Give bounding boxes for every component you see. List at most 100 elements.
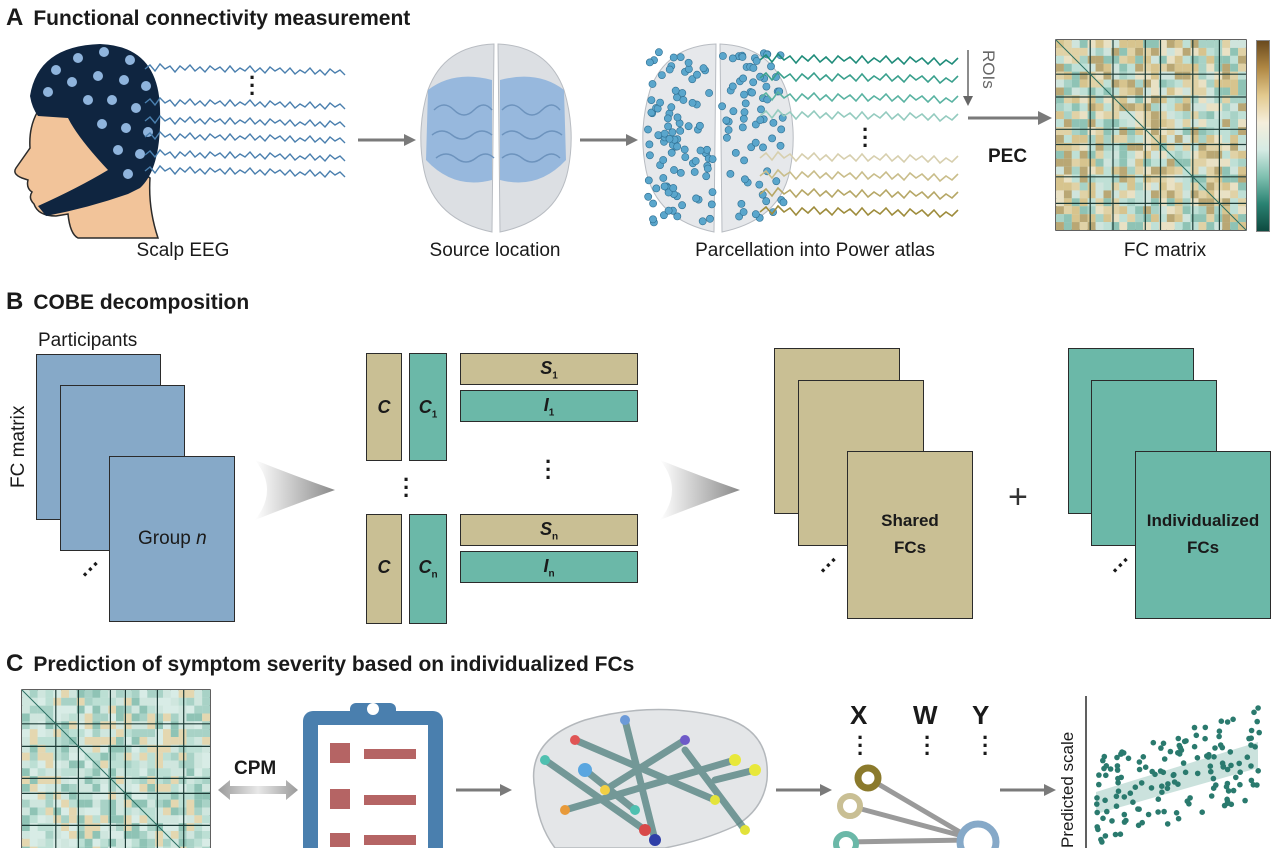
fc-cell	[84, 838, 93, 847]
indiv-line2: FCs	[1186, 538, 1220, 557]
fc-cell	[1119, 95, 1128, 104]
fc-cell	[147, 721, 156, 730]
roi-node	[718, 102, 726, 111]
fc-cell	[100, 721, 109, 730]
cn-main: C	[418, 557, 432, 577]
fc-cell	[84, 831, 93, 839]
roi-node	[708, 155, 717, 163]
fc-cell	[194, 784, 203, 792]
fc-cell	[155, 729, 163, 737]
roi-node	[696, 146, 705, 155]
fc-cell	[100, 807, 109, 816]
fc-cell	[22, 721, 30, 730]
fc-cell	[29, 838, 38, 847]
caption-fc-matrix: FC matrix	[1123, 240, 1207, 261]
fc-cell	[1111, 198, 1120, 207]
fc-cell	[1111, 135, 1120, 143]
fc-cell	[92, 729, 101, 737]
fc-cell	[29, 752, 38, 761]
x-ellipsis: ···	[857, 725, 865, 766]
fc-cell	[1135, 63, 1144, 72]
fc-cell	[139, 815, 148, 824]
fc-cell	[1151, 87, 1159, 96]
fc-cell	[1198, 166, 1207, 175]
fc-cell	[1214, 214, 1223, 223]
fc-cell	[1063, 55, 1072, 64]
c1-sub: 1	[431, 409, 438, 421]
scatter-point	[1142, 764, 1149, 770]
fc-cell	[1166, 206, 1175, 215]
neural-network-diagram	[833, 764, 1000, 848]
scatter-point	[1127, 790, 1134, 796]
fc-cell	[1230, 150, 1239, 159]
fc-cell	[1198, 127, 1207, 135]
fc-cell	[1127, 55, 1136, 64]
fc-cell	[1127, 198, 1136, 207]
fc-cell	[202, 737, 210, 745]
fc-cell	[1056, 103, 1064, 112]
fc-cell	[186, 776, 195, 784]
fc-cell	[108, 744, 116, 753]
fc-cell	[1111, 79, 1120, 88]
panel-a-title-text: Functional connectivity measurement	[33, 7, 411, 30]
roi-node	[684, 122, 693, 131]
scatter-point	[1210, 775, 1217, 782]
fc-cell	[186, 831, 195, 839]
fc-cell	[1190, 158, 1199, 167]
fc-cell	[53, 815, 62, 824]
fc-cell	[1214, 71, 1223, 80]
scatter-point	[1104, 808, 1110, 815]
fc-cell	[1071, 206, 1080, 215]
fc-cell	[1190, 95, 1199, 104]
fc-cell	[116, 831, 124, 839]
fc-cell	[1079, 119, 1088, 128]
fc-cell	[69, 823, 77, 831]
fc-cell	[1222, 135, 1231, 143]
fc-cell	[202, 760, 210, 769]
fc-cell	[45, 831, 54, 839]
scatter-point	[1115, 775, 1121, 782]
fc-cell	[139, 697, 148, 706]
fc-cell	[61, 807, 69, 816]
fc-cell	[178, 791, 187, 800]
fc-cell	[1135, 71, 1144, 80]
roi-node	[644, 125, 652, 134]
scatter-point	[1237, 769, 1243, 775]
i1-label: I1	[460, 395, 638, 419]
scatter-point	[1098, 836, 1104, 843]
fc-cell	[178, 760, 187, 769]
fc-cell	[1056, 127, 1064, 135]
roi-node	[703, 145, 711, 154]
fc-cell	[1238, 190, 1246, 199]
fc-cell	[1127, 174, 1136, 183]
fc-cell	[29, 776, 38, 784]
roi-node	[751, 138, 760, 147]
fc-cell	[1222, 127, 1231, 135]
fc-cell	[1079, 222, 1088, 230]
fc-cell	[147, 705, 156, 714]
fc-cell	[1230, 87, 1239, 96]
fc-cell	[1206, 119, 1215, 128]
fc-cell	[1071, 174, 1080, 183]
fc-cell	[1222, 95, 1231, 104]
roi-node	[676, 168, 685, 177]
shared-line1: Shared	[881, 511, 939, 530]
fc-cell	[1063, 87, 1072, 96]
scatter-point	[1224, 719, 1231, 725]
fc-cell	[1214, 222, 1223, 230]
fc-cell	[1158, 222, 1167, 230]
scatter-point	[1114, 754, 1120, 761]
common-component-bottom	[366, 514, 402, 624]
s1-sub: 1	[552, 370, 558, 382]
fc-cell	[1166, 119, 1175, 128]
fc-cell	[1151, 55, 1159, 64]
fc-cell	[1238, 158, 1246, 167]
panel-c-letter: C	[6, 650, 24, 677]
fc-cell	[1206, 87, 1215, 96]
fc-cell	[1143, 71, 1151, 80]
fc-cell	[1174, 63, 1183, 72]
shared-fcs-label: Shared FCs	[847, 507, 973, 561]
fc-cell	[1182, 182, 1191, 191]
fc-cell	[1056, 87, 1064, 96]
fc-cell	[1206, 55, 1215, 64]
